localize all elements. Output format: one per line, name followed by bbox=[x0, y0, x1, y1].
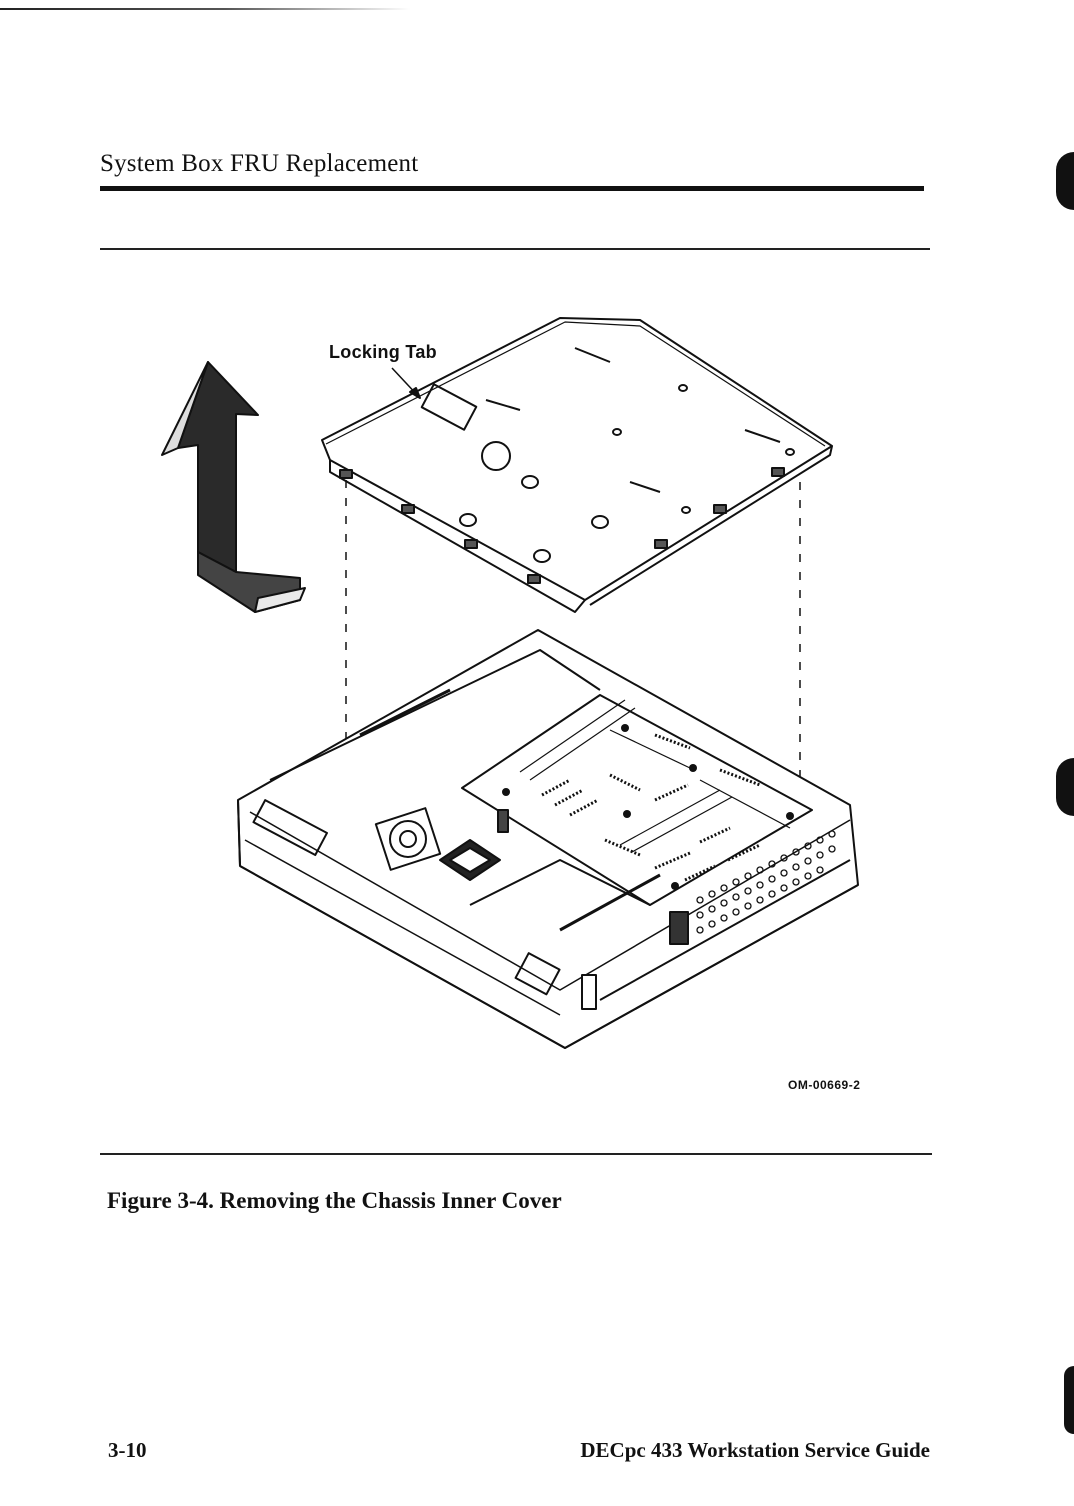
book-title: DECpc 433 Workstation Service Guide bbox=[580, 1438, 930, 1463]
edge-tab-mark bbox=[1056, 758, 1074, 816]
up-arrow-icon bbox=[162, 362, 305, 612]
edge-tab-mark bbox=[1056, 152, 1074, 210]
figure-rule-bottom bbox=[100, 1153, 932, 1155]
section-title: System Box FRU Replacement bbox=[100, 150, 418, 178]
edge-tab-mark bbox=[1064, 1366, 1074, 1434]
figure-caption: Figure 3-4. Removing the Chassis Inner C… bbox=[107, 1188, 562, 1214]
figure-rule-top bbox=[100, 248, 930, 250]
header-rule bbox=[100, 186, 924, 191]
chassis-base bbox=[238, 630, 858, 1048]
drawing-number: OM-00669-2 bbox=[788, 1078, 860, 1092]
page-number: 3-10 bbox=[108, 1438, 147, 1463]
chassis-illustration bbox=[140, 280, 880, 1070]
scan-artifact-line bbox=[0, 8, 410, 10]
locking-tab-label: Locking Tab bbox=[329, 342, 437, 363]
